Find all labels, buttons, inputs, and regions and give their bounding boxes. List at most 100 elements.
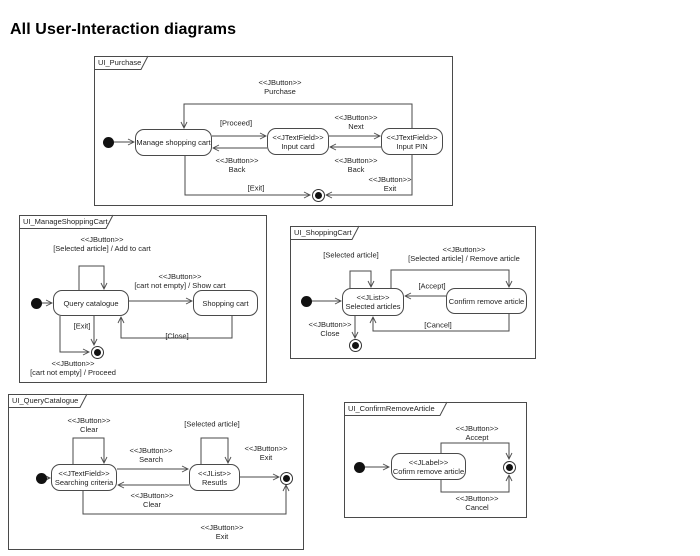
state-cofirm-remove-article: <<JLabel>>Cofirm remove article [391,453,466,480]
state-label: Resutls [201,477,227,487]
transition-label: <<JButton>>[Selected article] / Add to c… [53,235,151,253]
state-label: Confirm remove article [448,296,525,306]
transition-label: <<JButton>>Exit [245,444,288,462]
final-state-node [311,188,325,202]
transition-label-line: <<JButton>> [442,245,486,254]
transition-label-line: [Cancel] [424,320,452,330]
state-label: Query catalogue [63,298,119,308]
transition-label: <<JButton>>Clear [68,416,111,434]
transition-label-line: Clear [143,500,161,509]
final-state-node [502,460,516,474]
final-state-dot [351,341,359,349]
initial-state-node [30,297,42,309]
initial-state-node [102,136,114,148]
final-state-dot [282,474,290,482]
transition-label-line: Exit [259,453,273,462]
state-label: Input card [281,141,315,151]
transition-label: <<JButton>>[cart not empty] / Show cart [134,272,225,290]
transition-label-line: [Exit] [247,183,265,193]
state-label: <<JTextField>> [58,468,110,478]
state-label: Input PIN [396,141,428,151]
state-shopping-cart: Shopping cart [193,290,258,316]
state-input-card: <<JTextField>>Input card [267,128,329,155]
transition-label-line: Back [347,165,365,174]
transition-label: [Selected article] [184,420,239,429]
transition-label-line: Search [139,455,163,464]
state-label: <<JList>> [356,293,390,302]
transition-label-line: [Proceed] [219,118,253,128]
transition-label: <<JButton>>Exit [369,175,412,193]
transition-label: <<JButton>>Next [335,113,378,131]
initial-state-node [300,295,312,307]
final-state-node [90,345,104,359]
final-state-dot [93,348,101,356]
transition-label-line: <<JButton>> [244,444,288,453]
transition-label: <<JButton>>Clear [131,491,174,509]
transition-label-line: <<JButton>> [334,113,378,122]
ui-confirmremovearticle-frame-title: UI_ConfirmRemoveArticle [348,404,435,413]
state-label: <<JTextField>> [386,132,438,142]
state-manage-shopping-cart: Manage shopping cart [135,129,212,156]
transition-label-line: <<JButton>> [308,320,352,329]
transition-label-line: <<JButton>> [51,359,95,368]
transition-label: [Proceed] [220,119,252,128]
ui-querycatalogue-frame-title: UI_QueryCatalogue [12,396,79,405]
state-label: Searching criteria [54,477,114,487]
transition-label: <<JButton>>Back [335,156,378,174]
transition-label-line: [Close] [165,331,189,341]
ui-purchase-frame-title: UI_Purchase [98,58,142,67]
page-title: All User-Interaction diagrams [10,20,237,38]
transition-label-line: [Accept] [418,281,446,291]
transition-label-line: Clear [80,425,98,434]
state-input-pin: <<JTextField>>Input PIN [381,128,443,155]
transition-label-line: <<JButton>> [80,235,124,244]
ui-shoppingcart-frame-title: UI_ShoppingCart [294,228,352,237]
transition-label-line: [cart not empty] / Proceed [30,368,116,377]
transition-label: <<JButton>>Cancel [456,494,499,512]
state-results: <<JList>>Resutls [189,464,240,491]
transition-label-line: [Selected article] [323,250,379,260]
state-label: Manage shopping cart [136,138,211,147]
state-label: Shopping cart [202,298,249,308]
transition-label-line: <<JButton>> [258,78,302,87]
transition-label-line: <<JButton>> [215,156,259,165]
initial-state-node [353,461,365,473]
state-label: <<JLabel>> [408,457,449,467]
state-label: <<JList>> [198,468,231,478]
transition-label: <<JButton>>Back [216,156,259,174]
transition-label: <<JButton>>[Selected article] / Remove a… [408,245,520,263]
final-state-node [348,338,362,352]
transition-label-line: Cancel [465,503,489,512]
transition-label-line: <<JButton>> [368,175,412,184]
transition-label-line: [Selected article] / Add to cart [53,244,151,253]
transition-label-line: <<JButton>> [130,491,174,500]
state-confirm-remove-article: Confirm remove article [446,288,527,314]
ui-manageshoppingcart-frame-title: UI_ManageShoppingCart [23,217,108,226]
transition-label: <<JButton>>Purchase [259,78,302,96]
final-state-dot [505,463,513,471]
transition-label-line: [Exit] [73,321,91,331]
transition-label-line: [Selected article] [184,419,240,429]
final-state-node [279,471,293,485]
transition-label-line: <<JButton>> [334,156,378,165]
initial-state-node [35,472,47,484]
transition-label: <<JButton>>Exit [201,523,244,541]
transition-label: <<JButton>>[cart not empty] / Proceed [30,359,116,377]
transition-label-line: Next [348,122,364,131]
transition-label: [Selected article] [323,251,378,260]
state-query-catalogue: Query catalogue [53,290,129,316]
transition-label-line: <<JButton>> [455,494,499,503]
final-state-dot [314,191,322,199]
state-label: Selected articles [345,302,401,311]
state-label: Cofirm remove article [392,466,465,476]
transition-label-line: <<JButton>> [200,523,244,532]
state-searching-criteria: <<JTextField>>Searching criteria [51,464,117,491]
transition-label: [Close] [165,332,188,341]
transition-label-line: Back [228,165,246,174]
transition-label-line: <<JButton>> [158,272,202,281]
transition-label: <<JButton>>Accept [456,424,499,442]
transition-label: <<JButton>>Close [309,320,352,338]
state-label: <<JTextField>> [272,132,324,142]
transition-label-line: <<JButton>> [67,416,111,425]
